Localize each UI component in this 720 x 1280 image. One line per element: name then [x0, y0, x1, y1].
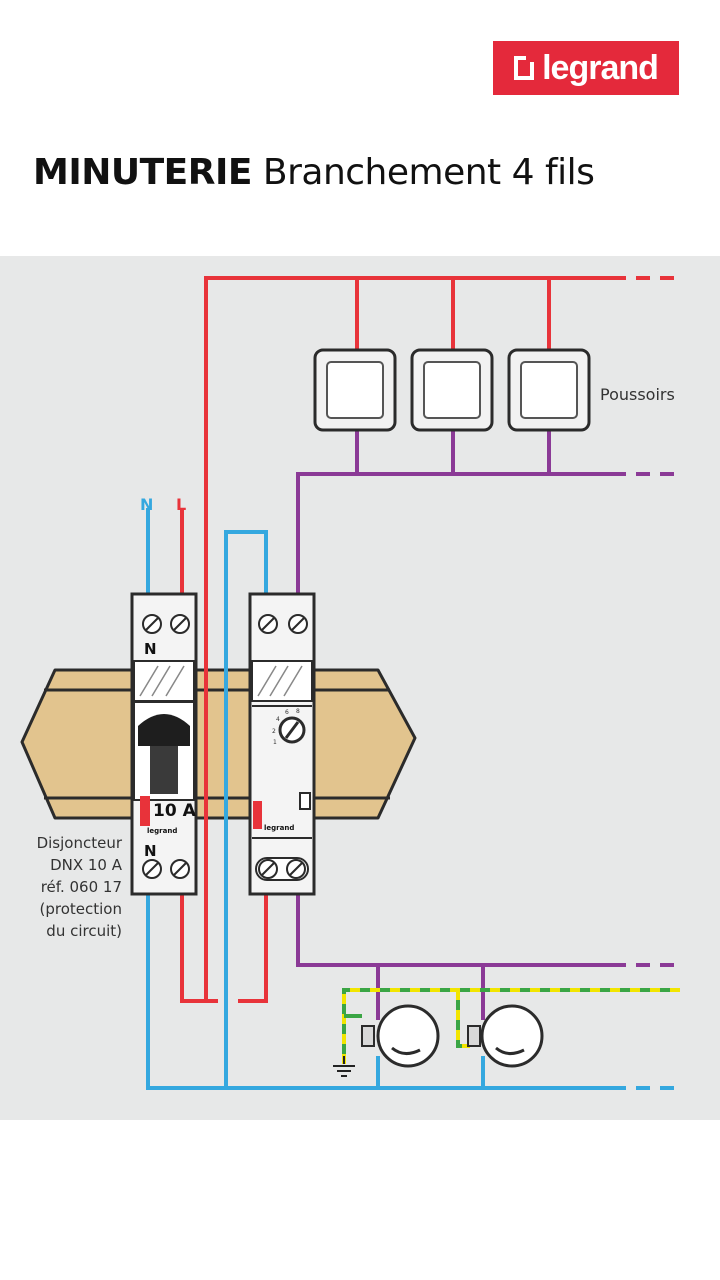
lamp-2: [467, 1004, 544, 1068]
control-wires: [296, 430, 680, 1020]
pushbuttons-label: Poussoirs: [600, 385, 675, 404]
timer-brand: legrand: [264, 824, 294, 832]
breaker-n-bottom-label: N: [144, 842, 157, 860]
breaker-toggle: [138, 714, 190, 746]
page-title: MINUTERIE Branchement 4 fils: [33, 152, 595, 193]
lamp-1: [361, 1004, 440, 1068]
line-label: L: [176, 495, 186, 514]
pushbutton-3: [507, 348, 591, 432]
page-title-rest: Branchement 4 fils: [251, 152, 595, 193]
din-rail: [20, 668, 417, 820]
phase-wires: [180, 276, 680, 1003]
timer-module: 1 2 4 6 8 legrand: [248, 592, 316, 896]
breaker-n-top-label: N: [144, 640, 157, 658]
wiring-diagram: Poussoirs N L N 10 A legrand N Disjoncte…: [0, 256, 720, 1120]
breaker-desc-line-2: DNX 10 A: [50, 856, 123, 874]
earth-wires: [342, 988, 680, 1064]
legrand-mark-icon: [514, 56, 536, 80]
breaker-desc-line-1: Disjoncteur: [37, 834, 123, 852]
breaker-desc-line-3: réf. 060 17: [41, 878, 122, 896]
breaker-brand: legrand: [147, 827, 177, 835]
dial-mark-2: 2: [272, 728, 276, 735]
breaker-desc-line-4: (protection: [40, 900, 122, 918]
dial-mark-1: 1: [273, 739, 277, 746]
earth-ground-icon: [333, 1056, 355, 1077]
breaker-description: Disjoncteur DNX 10 A réf. 060 17 (protec…: [37, 834, 123, 940]
legrand-logo-text: legrand: [542, 48, 659, 87]
dial-mark-4: 4: [276, 716, 280, 723]
breaker-rating: 10 A: [153, 801, 197, 821]
pushbutton-1: [313, 348, 397, 432]
dial-mark-6: 6: [285, 709, 289, 716]
breaker-desc-line-5: du circuit): [46, 922, 122, 940]
timer-indicator: [299, 792, 311, 810]
circuit-breaker: N 10 A legrand N: [130, 592, 198, 896]
legrand-logo: legrand: [493, 41, 679, 95]
pushbutton-2: [410, 348, 494, 432]
timer-dial-icon: [278, 716, 306, 744]
neutral-label: N: [140, 495, 153, 514]
neutral-wires: [146, 508, 680, 1090]
page-title-bold: MINUTERIE: [33, 152, 252, 193]
dial-mark-8: 8: [296, 708, 300, 715]
